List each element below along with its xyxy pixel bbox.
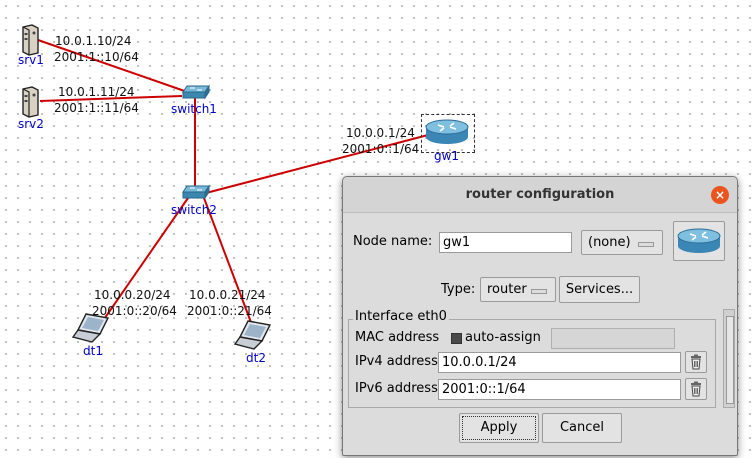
auto-assign-label: auto-assign <box>465 330 541 345</box>
close-icon[interactable]: × <box>711 186 729 204</box>
srv1-label: srv1 <box>18 53 44 67</box>
ipv4-clear-button[interactable] <box>685 351 707 373</box>
dt2-label: dt2 <box>246 351 266 365</box>
ipv4-address-label: IPv4 address <box>355 354 438 369</box>
srv2-label: srv2 <box>18 117 44 131</box>
ipv6-clear-button[interactable] <box>685 378 707 400</box>
interface-title: Interface eth0 <box>353 309 449 324</box>
type-dropdown-value: router <box>487 282 527 297</box>
services-button[interactable]: Services... <box>559 276 640 303</box>
switch1-label: switch1 <box>171 102 217 116</box>
profile-dropdown[interactable]: (none) <box>581 230 663 255</box>
trash-icon <box>691 381 701 397</box>
link-switch2-dt2[interactable] <box>203 197 256 334</box>
dt1-address-label: 10.0.0.20/24 2001:0::20/64 <box>92 287 177 319</box>
type-dropdown[interactable]: router <box>480 277 556 302</box>
router-icon <box>677 228 721 253</box>
link-switch2-gw1[interactable] <box>205 134 429 194</box>
laptop-icon[interactable] <box>71 312 112 348</box>
trash-icon <box>691 354 701 370</box>
dt2-ipv6: 2001:0::21/64 <box>187 304 272 318</box>
link-switch2-dt1[interactable] <box>99 197 189 326</box>
srv2-ipv6: 2001:1::11/64 <box>54 101 139 115</box>
router-configuration-dialog: router configuration × Node name: gw1 (n… <box>342 176 738 456</box>
interface-frame <box>348 319 716 408</box>
srv1-address-label: 10.0.1.10/24 2001:1::10/64 <box>54 33 139 65</box>
gw1-ipv6: 2001:0::1/64 <box>342 142 420 156</box>
scrollbar-thumb[interactable] <box>726 316 734 404</box>
node-name-input[interactable]: gw1 <box>439 232 572 253</box>
dt1-label: dt1 <box>83 344 103 358</box>
dialog-title: router configuration <box>465 187 615 202</box>
switch-icon[interactable] <box>182 84 210 104</box>
dt1-ipv6: 2001:0::20/64 <box>92 304 177 318</box>
ipv6-address-label: IPv6 address <box>355 381 438 396</box>
type-label: Type: <box>441 282 476 297</box>
dt1-ipv4: 10.0.0.20/24 <box>94 288 171 302</box>
cancel-button[interactable]: Cancel <box>542 413 622 443</box>
dt2-ipv4: 10.0.0.21/24 <box>189 288 266 302</box>
dropdown-indicator-icon <box>638 242 654 247</box>
ipv6-address-input[interactable]: 2001:0::1/64 <box>438 379 681 400</box>
mac-address-input[interactable] <box>551 328 675 349</box>
mac-address-label: MAC address <box>355 330 440 345</box>
apply-button[interactable]: Apply <box>459 413 539 443</box>
srv2-address-label: 10.0.1.11/24 2001:1::11/64 <box>54 84 139 116</box>
dropdown-indicator-icon <box>531 289 547 294</box>
server-icon[interactable] <box>20 24 40 60</box>
router-icon[interactable] <box>424 117 470 151</box>
srv1-ipv4: 10.0.1.10/24 <box>55 34 132 48</box>
ipv4-address-input[interactable]: 10.0.0.1/24 <box>438 352 681 373</box>
dialog-titlebar[interactable]: router configuration × <box>343 177 737 213</box>
gw1-label: gw1 <box>434 149 460 163</box>
srv2-ipv4: 10.0.1.11/24 <box>58 85 135 99</box>
link-srv1-switch1[interactable] <box>37 39 197 96</box>
srv1-ipv6: 2001:1::10/64 <box>54 50 139 64</box>
interface-scrollbar[interactable] <box>723 309 735 408</box>
node-name-label: Node name: <box>353 234 433 249</box>
switch-icon[interactable] <box>182 184 210 204</box>
profile-dropdown-value: (none) <box>588 235 631 250</box>
server-icon[interactable] <box>20 86 40 122</box>
gw1-ipv4: 10.0.0.1/24 <box>346 126 415 140</box>
link-srv2-switch1[interactable] <box>39 95 183 102</box>
dt2-address-label: 10.0.0.21/24 2001:0::21/64 <box>187 287 272 319</box>
laptop-icon[interactable] <box>233 319 274 355</box>
gw1-address-label: 10.0.0.1/24 2001:0::1/64 <box>342 125 419 157</box>
node-image-button[interactable] <box>673 221 725 261</box>
auto-assign-checkbox[interactable] <box>451 333 462 344</box>
selection-box <box>421 114 475 153</box>
switch2-label: switch2 <box>171 203 217 217</box>
